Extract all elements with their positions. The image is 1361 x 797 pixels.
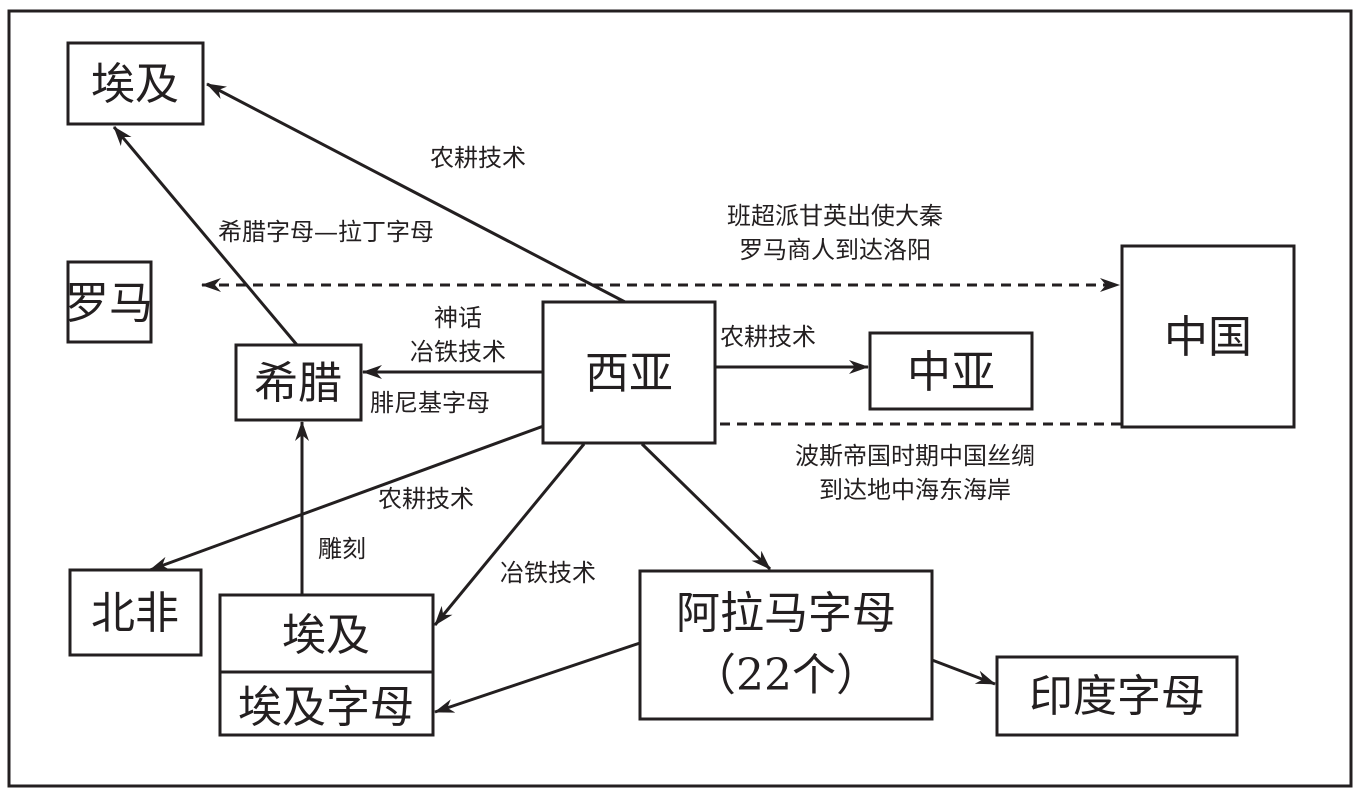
arrow-west-asia-to-egypt-bottom bbox=[433, 443, 586, 626]
edge-label: 农耕技术 bbox=[378, 485, 474, 513]
node-egypt-top: 埃及 bbox=[66, 41, 205, 126]
edge-label: 雕刻 bbox=[318, 535, 366, 563]
arrow-aramaic-to-indian bbox=[931, 658, 996, 686]
arrow-west-asia-to-aramaic bbox=[640, 442, 772, 571]
node-label: 埃及 bbox=[282, 610, 370, 661]
node-west-asia: 西亚 bbox=[541, 300, 717, 445]
edge-label: 波斯帝国时期中国丝绸 bbox=[795, 442, 1035, 470]
node-label: 希腊 bbox=[254, 358, 342, 409]
edge-label: 冶铁技术 bbox=[500, 559, 596, 587]
node-label: 中国 bbox=[1164, 312, 1252, 363]
edge-label: 腓尼基字母 bbox=[370, 389, 490, 417]
node-north-africa: 北非 bbox=[68, 568, 203, 657]
node-china: 中国 bbox=[1120, 244, 1296, 429]
outer-frame bbox=[7, 9, 1353, 788]
node-label: 北非 bbox=[91, 588, 179, 639]
node-egypt-bottom: 埃及 埃及字母 bbox=[218, 593, 435, 737]
edge-label: 希腊字母—拉丁字母 bbox=[218, 218, 434, 246]
node-label: 罗马 bbox=[65, 278, 153, 329]
node-greece: 希腊 bbox=[234, 343, 363, 422]
edge-label: 神话 bbox=[434, 304, 482, 332]
node-label: 阿拉马字母 bbox=[676, 588, 896, 639]
node-label: 埃及 bbox=[91, 59, 179, 110]
node-label-alphabet: 埃及字母 bbox=[238, 682, 414, 733]
node-central-asia: 中亚 bbox=[868, 331, 1034, 411]
edge-label: 农耕技术 bbox=[430, 144, 526, 172]
edge-label: 冶铁技术 bbox=[410, 338, 506, 366]
edge-label: 班超派甘英出使大秦 bbox=[727, 202, 943, 230]
arrow-west-asia-to-egypt bbox=[206, 82, 626, 304]
node-rome: 罗马 bbox=[65, 260, 153, 344]
node-label: 中亚 bbox=[907, 347, 995, 398]
arrow-west-asia-to-north-africa bbox=[149, 418, 561, 572]
arrow-aramaic-to-egypt-alphabet bbox=[434, 641, 641, 714]
node-aramaic: 阿拉马字母 （22个） bbox=[638, 569, 934, 721]
edge-label: 到达地中海东海岸 bbox=[819, 476, 1011, 504]
node-label-count: （22个） bbox=[692, 650, 880, 701]
edge-label: 农耕技术 bbox=[720, 323, 816, 351]
arrow-greece-to-egypt bbox=[112, 126, 299, 346]
node-label: 印度字母 bbox=[1029, 671, 1205, 722]
node-label: 西亚 bbox=[585, 348, 673, 399]
edge-label: 罗马商人到达洛阳 bbox=[739, 236, 931, 264]
node-indian-alphabet: 印度字母 bbox=[995, 655, 1239, 737]
